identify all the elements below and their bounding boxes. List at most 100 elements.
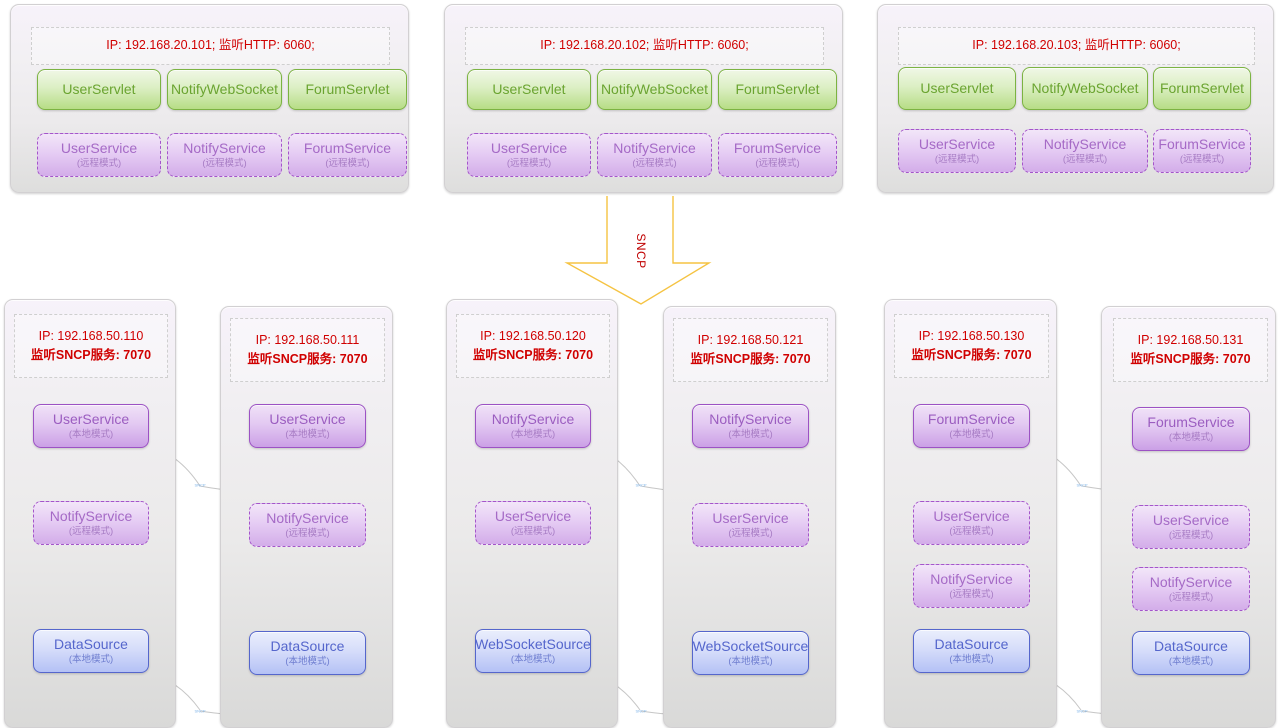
- node-forumservlet-2[interactable]: ForumServlet: [718, 69, 837, 110]
- node-title: DataSource: [270, 638, 345, 655]
- node-notifyservice-local-120[interactable]: NotifyService (本地模式): [475, 404, 591, 448]
- node-title: ForumService: [303, 140, 392, 157]
- node-title: ForumService: [927, 411, 1016, 428]
- node-title: UserService: [712, 510, 789, 527]
- ip-line-2: 监听SNCP服务: 7070: [1130, 352, 1251, 366]
- node-userservice-local-111[interactable]: UserService (本地模式): [249, 404, 366, 448]
- node-userservice-remote-3[interactable]: UserService (远程模式): [898, 129, 1016, 173]
- node-forumservice-remote-1[interactable]: ForumService (远程模式): [288, 133, 407, 177]
- service-host-panel-121[interactable]: IP: 192.168.50.121 监听SNCP服务: 7070 Notify…: [663, 306, 836, 728]
- node-forumservice-local-130[interactable]: ForumService (本地模式): [913, 404, 1030, 448]
- node-forumservlet-1[interactable]: ForumServlet: [288, 69, 407, 110]
- node-title: ForumService: [1147, 414, 1235, 431]
- ip-line-1: IP: 192.168.50.111: [255, 332, 360, 347]
- node-userservice-remote-130[interactable]: UserService (远程模式): [913, 501, 1030, 545]
- node-forumservlet-3[interactable]: ForumServlet: [1153, 67, 1251, 110]
- ip-line-2: 监听SNCP服务: 7070: [911, 348, 1032, 362]
- ip-line-1: IP: 192.168.50.131: [1137, 332, 1244, 347]
- node-mode: (远程模式): [934, 153, 980, 165]
- node-forumservice-local-131[interactable]: ForumService (本地模式): [1132, 407, 1250, 451]
- node-title: NotifyWebSocket: [1031, 80, 1139, 97]
- connector-label-2: SNCP: [194, 708, 206, 714]
- node-mode: (远程模式): [325, 157, 370, 169]
- node-datasource-local-110[interactable]: DataSource (本地模式): [33, 629, 149, 673]
- node-userservice-local-110[interactable]: UserService (本地模式): [33, 404, 149, 448]
- node-userservice-remote-2[interactable]: UserService (远程模式): [467, 133, 591, 177]
- node-title: DataSource: [934, 636, 1009, 653]
- node-mode: (远程模式): [68, 525, 114, 537]
- node-mode: (本地模式): [510, 653, 556, 665]
- node-mode: (本地模式): [949, 653, 994, 665]
- node-mode: (远程模式): [1168, 591, 1214, 603]
- node-notifywebsocket-1[interactable]: NotifyWebSocket: [167, 69, 282, 110]
- service-host-panel-130[interactable]: IP: 192.168.50.130 监听SNCP服务: 7070 ForumS…: [884, 299, 1057, 728]
- host-ip-header-3: IP: 192.168.20.103; 监听HTTP: 6060;: [898, 27, 1255, 65]
- node-forumservice-remote-3[interactable]: ForumService (远程模式): [1153, 129, 1251, 173]
- node-mode: (本地模式): [949, 428, 994, 440]
- node-title: NotifyService: [266, 510, 349, 527]
- node-notifyservice-remote-130[interactable]: NotifyService (远程模式): [913, 564, 1030, 608]
- node-notifyservice-remote-3[interactable]: NotifyService (远程模式): [1022, 129, 1148, 173]
- node-title: ForumServlet: [1159, 80, 1245, 97]
- ip-line-2: 监听SNCP服务: 7070: [30, 348, 152, 362]
- node-notifyservice-remote-110[interactable]: NotifyService (远程模式): [33, 501, 149, 545]
- node-title: UserService: [60, 140, 138, 157]
- node-mode: (本地模式): [1168, 655, 1214, 667]
- node-userservlet-3[interactable]: UserServlet: [898, 67, 1016, 110]
- node-title: NotifyService: [183, 140, 266, 157]
- node-mode: (远程模式): [202, 157, 247, 169]
- node-userservice-remote-120[interactable]: UserService (远程模式): [475, 501, 591, 545]
- connector-label-6: SNCP: [1076, 708, 1088, 714]
- node-title: ForumServlet: [735, 81, 820, 98]
- node-userservice-remote-1[interactable]: UserService (远程模式): [37, 133, 161, 177]
- sncp-protocol-label: SNCP: [634, 233, 648, 269]
- node-websocketsource-local-120[interactable]: WebSocketSource (本地模式): [475, 629, 591, 673]
- node-title: UserService: [52, 411, 130, 428]
- node-mode: (本地模式): [285, 428, 330, 440]
- connector-label-3: SNCP: [635, 482, 647, 488]
- node-datasource-local-111[interactable]: DataSource (本地模式): [249, 631, 366, 675]
- node-forumservice-remote-2[interactable]: ForumService (远程模式): [718, 133, 837, 177]
- node-notifywebsocket-2[interactable]: NotifyWebSocket: [597, 69, 712, 110]
- node-userservlet-1[interactable]: UserServlet: [37, 69, 161, 110]
- service-ip-header-121: IP: 192.168.50.121 监听SNCP服务: 7070: [673, 318, 828, 382]
- service-host-panel-111[interactable]: IP: 192.168.50.111 监听SNCP服务: 7070 UserSe…: [220, 306, 393, 728]
- node-notifyservice-remote-111[interactable]: NotifyService (远程模式): [249, 503, 366, 547]
- node-title: UserService: [494, 508, 572, 525]
- ip-line-2: 监听SNCP服务: 7070: [690, 352, 811, 366]
- node-notifyservice-remote-131[interactable]: NotifyService (远程模式): [1132, 567, 1250, 611]
- service-ip-header-111: IP: 192.168.50.111 监听SNCP服务: 7070: [230, 318, 385, 382]
- ip-line-1: IP: 192.168.50.120: [480, 328, 586, 343]
- node-mode: (本地模式): [285, 655, 330, 667]
- node-mode: (远程模式): [949, 588, 994, 600]
- node-mode: (远程模式): [728, 527, 773, 539]
- service-host-panel-110[interactable]: IP: 192.168.50.110 监听SNCP服务: 7070 UserSe…: [4, 299, 176, 728]
- node-notifywebsocket-3[interactable]: NotifyWebSocket: [1022, 67, 1148, 110]
- node-title: NotifyService: [1149, 574, 1233, 591]
- node-userservice-remote-131[interactable]: UserService (远程模式): [1132, 505, 1250, 549]
- node-title: NotifyWebSocket: [170, 81, 279, 98]
- node-mode: (远程模式): [510, 525, 556, 537]
- service-host-panel-131[interactable]: IP: 192.168.50.131 监听SNCP服务: 7070 ForumS…: [1101, 306, 1276, 728]
- node-mode: (本地模式): [510, 428, 556, 440]
- web-host-panel-2[interactable]: IP: 192.168.20.102; 监听HTTP: 6060; UserSe…: [444, 4, 843, 193]
- node-datasource-local-130[interactable]: DataSource (本地模式): [913, 629, 1030, 673]
- node-mode: (本地模式): [728, 428, 773, 440]
- node-datasource-local-131[interactable]: DataSource (本地模式): [1132, 631, 1250, 675]
- node-title: UserService: [490, 140, 568, 157]
- node-websocketsource-local-121[interactable]: WebSocketSource (本地模式): [692, 631, 809, 675]
- ip-line-1: IP: 192.168.50.130: [918, 328, 1025, 343]
- node-userservice-remote-121[interactable]: UserService (远程模式): [692, 503, 809, 547]
- node-userservlet-2[interactable]: UserServlet: [467, 69, 591, 110]
- service-ip-header-131: IP: 192.168.50.131 监听SNCP服务: 7070: [1113, 318, 1268, 382]
- node-notifyservice-local-121[interactable]: NotifyService (本地模式): [692, 404, 809, 448]
- ip-line-2: 监听SNCP服务: 7070: [472, 348, 594, 362]
- web-host-panel-1[interactable]: IP: 192.168.20.101; 监听HTTP: 6060; UserSe…: [10, 4, 409, 193]
- node-notifyservice-remote-2[interactable]: NotifyService (远程模式): [597, 133, 712, 177]
- node-notifyservice-remote-1[interactable]: NotifyService (远程模式): [167, 133, 282, 177]
- service-host-panel-120[interactable]: IP: 192.168.50.120 监听SNCP服务: 7070 Notify…: [446, 299, 618, 728]
- node-title: NotifyService: [930, 571, 1013, 588]
- ip-line-1: IP: 192.168.50.110: [38, 328, 144, 343]
- web-host-panel-3[interactable]: IP: 192.168.20.103; 监听HTTP: 6060; UserSe…: [877, 4, 1274, 193]
